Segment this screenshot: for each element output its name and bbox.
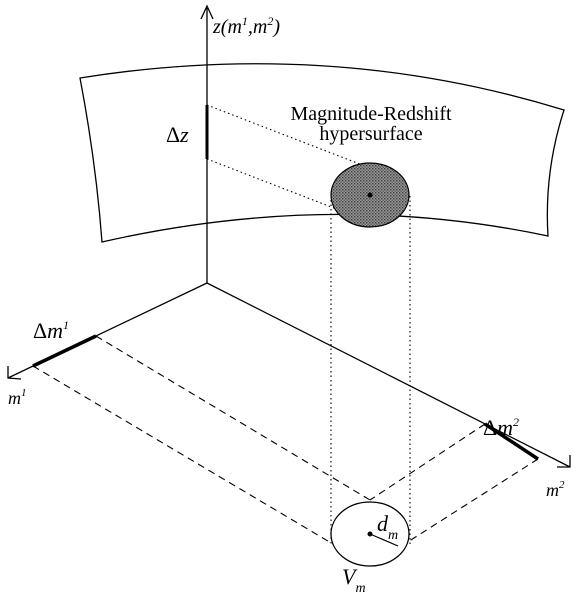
delta-m1-label: Δm1: [33, 318, 69, 343]
dashed-line-m2-far: [369, 423, 486, 501]
dashed-line-m1-far: [95, 335, 371, 501]
bin-volume-label: Vm: [342, 564, 366, 596]
delta-m1-bar: [32, 334, 97, 368]
dashed-line-m1-near: [32, 365, 371, 567]
m2-axis: [206, 282, 571, 468]
m2-axis-label: m2: [546, 479, 565, 500]
surface-label-line2: hypersurface: [319, 123, 422, 145]
delta-z-label: Δz: [166, 122, 189, 147]
m1-axis-arrowhead: [7, 366, 22, 380]
hypersurface: [79, 63, 565, 243]
dashed-line-m2-near: [369, 458, 539, 567]
delta-m2-label: Δm2: [483, 415, 519, 440]
patch-center-dot: [367, 192, 373, 198]
delta-m2-bar: [484, 422, 539, 461]
z-axis-label: z(m1,m2): [212, 14, 280, 38]
bin-radius-label: dm: [377, 511, 398, 543]
surface-label-line1: Magnitude-Redshift: [290, 103, 452, 125]
z-axis-arrowhead: [200, 4, 214, 20]
m1-axis-label: m1: [8, 387, 27, 408]
bin-radius-line: [369, 533, 399, 547]
m2-axis-arrowhead: [557, 455, 571, 468]
